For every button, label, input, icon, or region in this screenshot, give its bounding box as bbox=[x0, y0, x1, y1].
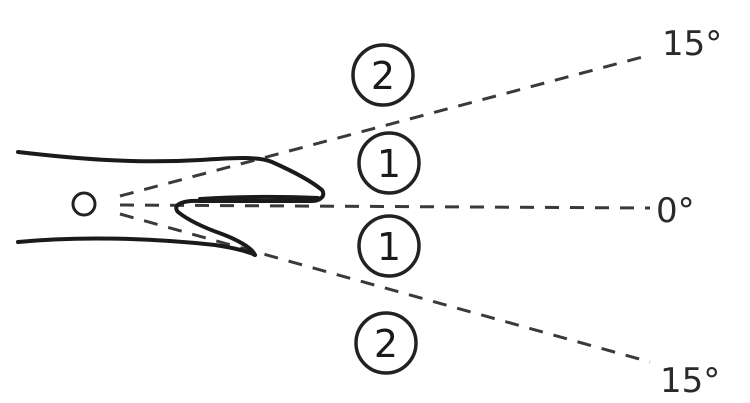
lower-hand-contour bbox=[16, 236, 257, 257]
zone-number: 1 bbox=[377, 225, 401, 269]
angle-label-top: 15° bbox=[662, 24, 722, 64]
zone-marker-upper-inner: 1 bbox=[357, 131, 421, 195]
zone-number: 2 bbox=[371, 54, 395, 98]
zone-circle bbox=[351, 43, 415, 107]
angle-label-center: 0° bbox=[656, 191, 695, 231]
zone-marker-upper-outer: 2 bbox=[351, 43, 415, 107]
zone-marker-lower-outer: 2 bbox=[354, 311, 418, 375]
angle-label-bottom: 15° bbox=[660, 361, 720, 401]
zone-marker-lower-inner: 1 bbox=[357, 214, 421, 278]
upper-hand-contour bbox=[16, 150, 326, 257]
zone-number: 2 bbox=[374, 322, 398, 366]
zone-circle bbox=[357, 131, 421, 195]
upper-15-degree-line bbox=[119, 53, 651, 198]
zone-circle bbox=[357, 214, 421, 278]
zone-circle bbox=[354, 311, 418, 375]
finger-crease bbox=[198, 194, 320, 201]
center-0-degree-line bbox=[119, 203, 651, 210]
zone-number: 1 bbox=[377, 142, 401, 186]
lower-15-degree-line bbox=[119, 212, 651, 364]
origin-point bbox=[71, 191, 97, 217]
hand-outline bbox=[16, 150, 326, 257]
